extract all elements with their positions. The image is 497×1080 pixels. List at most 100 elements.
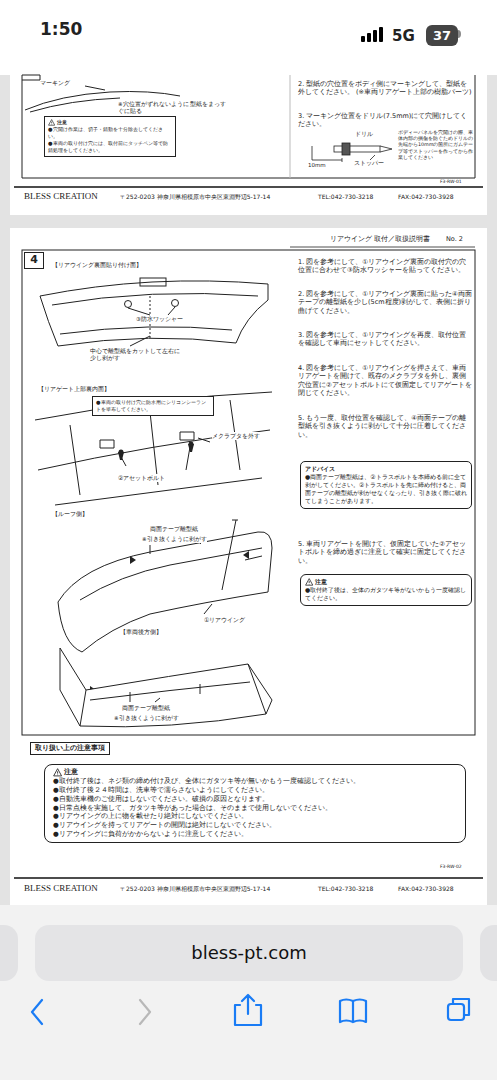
box-heading: 注意: [315, 578, 327, 586]
footer-rule: [14, 186, 483, 188]
address: 〒252-0203 神奈川県相模原市中央区東淵野辺5-17-14: [120, 885, 270, 893]
part-name: ドリル: [355, 131, 373, 138]
box-text: 取り扱い上の注意事項: [35, 744, 105, 753]
step-number-box: 4: [24, 252, 44, 269]
box-text: ●穴開け作業は、切子・錆動を十分除去してください。: [48, 126, 172, 140]
view-caption: 【リアウイング裏面貼り付け面】: [52, 261, 142, 269]
box-text: ●リアウイングの上に物を載せたり絶対にしないでください。: [53, 812, 457, 821]
step-text: 3. 図を参考にして、①リアウイングを再度、取付位置を確認して車両にセットしてく…: [298, 331, 472, 348]
step-text: 2. 型紙の穴位置をボディ側にマーキングして、型紙を外してください。 (※車両リ…: [298, 80, 474, 97]
box-text: bless-pt.com: [35, 941, 463, 965]
wing-underside: [40, 278, 268, 346]
box-heading: 注意: [48, 119, 172, 126]
forward-icon: [140, 1000, 150, 1024]
box-heading: 注意: [53, 768, 457, 777]
box-text: 4: [25, 253, 43, 268]
step-text: 3. マーキング位置をドリル(7.5mm)にて穴開けしてください。: [298, 112, 474, 129]
box-text: ●取付終了後は、ネジ類の締め付け及び、全体にガタツキ等が無いかもう一度確認してく…: [53, 777, 457, 786]
box-heading: 注意: [64, 768, 78, 777]
part-note: ※引き抜くように剥がす: [114, 715, 179, 722]
part-name: ストッパー: [354, 160, 384, 167]
box-text: 37: [426, 27, 458, 45]
bookmarks-icon: [340, 1000, 366, 1023]
phone: TEL:042-730-3218: [318, 885, 373, 893]
part-name: ②アセットボルト: [118, 474, 165, 482]
page1-frame: [22, 75, 475, 178]
caution-box: 注意●取付終了後は、ネジ類の締め付け及び、全体にガタツキ等が無いかもう一度確認し…: [44, 764, 466, 843]
box-heading: アドバイス: [305, 465, 335, 473]
caution-box: 注意●穴開け作業は、切子・錆動を十分除去してください。●車両の取り付け穴には、取…: [44, 116, 176, 157]
wing-roof-side: [58, 520, 272, 652]
note-box: ●車両の取り付け穴に防水用にシリコンシーラントを塗布してください。: [92, 396, 214, 416]
view-caption: 【車両後方側】: [120, 628, 162, 636]
note-text: ボディーパネルを穴開けの際、車体内部の損傷を防ぐためドリルの先端から10mmの箇…: [398, 130, 474, 161]
part-name: 両面テープ離型紙: [122, 704, 170, 712]
view-caption: 【リアゲート上部裏内面】: [38, 385, 110, 393]
step-text: 5. もう一度、取付位置を確認して、④両面テープの離型紙を引き抜くように剥がして…: [298, 414, 472, 439]
box-text: ●両面テープ離型紙は、②トラスボルトを本締める前に全て剥がしてください。②トラス…: [305, 473, 467, 505]
box-heading: 注意: [305, 578, 467, 586]
view-caption: 【ルーフ側】: [52, 510, 88, 518]
doc-code: F3-RW-02: [440, 864, 462, 870]
page-number: No. 2: [446, 235, 463, 243]
tabs-icon: [448, 1004, 464, 1020]
part-note: ※穴位置がずれないように 型紙をまっすぐに貼る: [118, 101, 228, 115]
box-text: ●取付終了後は、全体のガタツキ等がないかもう一度確認してください。: [305, 586, 467, 602]
url-bar: bless-pt.com: [35, 925, 463, 981]
box-heading: アドバイス: [305, 465, 467, 473]
caution-box: 注意●取付終了後は、全体のガタツキ等がないかもう一度確認してください。: [300, 574, 472, 606]
part-name: 両面テープ離型紙: [150, 525, 198, 533]
phone: TEL:042-730-3218: [318, 193, 373, 201]
page-sheet: [10, 75, 487, 215]
box-text: ●リアウイングを持ってリアゲートの開閉は絶対にしないでください。: [53, 821, 457, 830]
step-text: 2. 図を参考にして、①リアウイング裏面に貼った④両面テープの離型紙を少し(5c…: [298, 290, 472, 315]
footer-rule: [14, 877, 483, 879]
address: 〒252-0203 神奈川県相模原市中央区東淵野辺5-17-14: [120, 193, 270, 201]
share-icon: [235, 995, 261, 1025]
fax: FAX:042-730-3928: [398, 193, 454, 201]
battery-indicator: 37: [426, 25, 458, 46]
box-text: ●取付終了後２４時間は、洗車等で濡らさないようにしてください。: [53, 786, 457, 795]
toolbar-icons: [32, 995, 469, 1025]
box-text: ●車両の取り付け穴には、取付前にタッチペン等で防錆処理をしてください。: [48, 140, 172, 154]
part-note: 中心で離型紙をカットして左右に少し剥がす: [90, 348, 180, 362]
box-text: ●自動洗車機のご使用はしないでください。破損の原因となります。: [53, 795, 457, 804]
doc-code: F3-RW-01: [440, 179, 462, 185]
part-name: ①リアウイング: [204, 616, 245, 624]
part-name: ③防水ワッシャー: [136, 316, 183, 323]
back-icon: [32, 1000, 42, 1024]
tab-peek: [0, 925, 18, 981]
part-note: ※引き抜くように剥がす: [142, 536, 207, 543]
page-ground: [0, 75, 497, 920]
tailgate-inner: [35, 392, 272, 505]
step-text: 4. 図を参考にして、①リアウイングを押さえて、車両リアゲートを開けて、既存のメ…: [298, 364, 472, 398]
status-bar: [0, 0, 497, 75]
wing-rear-view: [60, 648, 272, 727]
battery-nub: [458, 30, 461, 38]
warning-icon: [305, 578, 313, 586]
advice-box: アドバイス●両面テープ離型紙は、②トラスボルトを本締める前に全て剥がしてください…: [300, 461, 472, 509]
dimension: 10mm: [308, 162, 326, 169]
step-text: 5. 車両リアゲートを開けて、仮固定していた②アセットボルトを締め過ぎに注意して…: [298, 540, 472, 565]
tab-peek: [480, 925, 497, 981]
header-rule: [290, 247, 475, 248]
clock: 1:50: [40, 18, 82, 40]
box-heading: 注意: [57, 119, 67, 126]
brand-name: BLESS CREATION: [24, 883, 98, 895]
box-text: ●リアウイングに負荷がかからないように注意してください。: [53, 830, 457, 839]
box-text: ●日常点検を実施して、ガタツキ等があった場合は、そのままで使用しないでください。: [53, 804, 457, 813]
signal-icon: [361, 27, 383, 42]
warning-icon: [48, 119, 55, 126]
brand-name: BLESS CREATION: [24, 191, 98, 203]
section-heading: 取り扱い上の注意事項: [30, 742, 110, 755]
fax: FAX:042-730-3928: [398, 885, 454, 893]
doc-title: リアウイング 取付／取扱説明書: [330, 235, 430, 243]
browser-bar: [0, 905, 497, 1080]
network-label: 5G: [392, 27, 415, 47]
warning-icon: [53, 768, 62, 777]
step-frame: [22, 250, 475, 735]
part-note: マーキング: [40, 80, 70, 87]
bolt-icon: [118, 442, 194, 461]
box-text: ●車両の取り付け穴に防水用にシリコンシーラントを塗布してください。: [96, 399, 210, 413]
step-text: 1. 図を参考にして、①リアウイング裏面の取付穴の穴位置に合わせて③防水ワッシャ…: [298, 258, 472, 275]
